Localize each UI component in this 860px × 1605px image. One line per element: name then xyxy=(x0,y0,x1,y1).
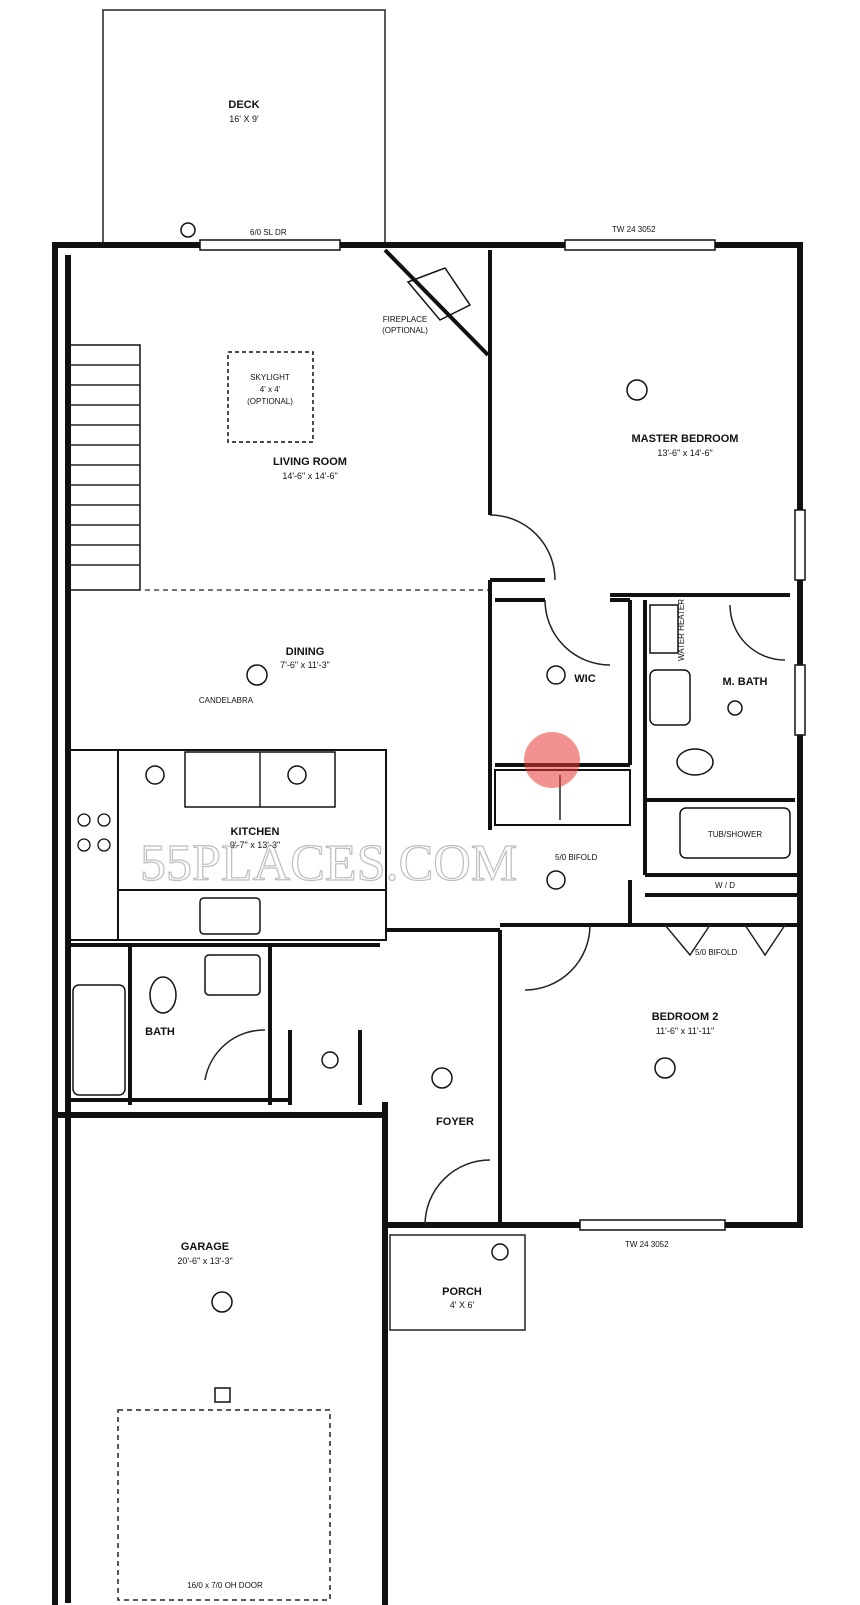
bifold-1-label: 5/0 BIFOLD xyxy=(555,853,597,862)
foyer-name: FOYER xyxy=(436,1116,474,1128)
skylight-line2: 4' x 4' xyxy=(260,385,281,394)
kitchen-name: KITCHEN xyxy=(231,826,280,838)
bedroom2-name: BEDROOM 2 xyxy=(652,1011,719,1023)
foyer-walls xyxy=(288,928,502,1225)
watermark: 55PLACES.COM xyxy=(140,835,517,892)
skylight-line3: (OPTIONAL) xyxy=(247,397,293,406)
master-bedroom-name: MASTER BEDROOM xyxy=(632,433,739,445)
hall-toilet xyxy=(149,976,177,1014)
closet-marker xyxy=(524,732,580,788)
garage-door xyxy=(117,1409,331,1601)
dining-name: DINING xyxy=(286,646,325,658)
bath-name: BATH xyxy=(145,1026,175,1038)
living-room-name: LIVING ROOM xyxy=(273,456,347,468)
wic-door-swing xyxy=(544,599,611,666)
fireplace xyxy=(383,248,490,357)
master-door-swing xyxy=(489,514,556,581)
kitchen-light-2 xyxy=(287,765,307,785)
candelabra-label: CANDELABRA xyxy=(199,696,254,705)
fireplace-line1: FIREPLACE xyxy=(383,315,427,324)
garage-light-icon xyxy=(211,1291,233,1313)
skylight-line1: SKYLIGHT xyxy=(250,373,290,382)
stairs xyxy=(69,344,141,591)
range-burner-1 xyxy=(77,813,91,827)
hall-light-icon xyxy=(546,870,566,890)
range-burner-4 xyxy=(97,838,111,852)
wic-light-icon xyxy=(546,665,566,685)
porch-outline xyxy=(389,1234,526,1331)
bedroom2-walls xyxy=(500,880,800,957)
mbath-sink xyxy=(649,669,691,726)
skylight-outline xyxy=(227,351,314,443)
bedroom2-size: 11'-6" x 11'-11" xyxy=(656,1026,714,1036)
garage-door-opener xyxy=(214,1387,231,1403)
porch-light-icon xyxy=(491,1243,509,1261)
garage-size: 20'-6" x 13'-3" xyxy=(177,1256,232,1266)
master-bedroom-size: 13'-6" x 14'-6" xyxy=(657,448,712,458)
master-tub xyxy=(679,807,791,859)
slider-door-label: 6/0 SL DR xyxy=(250,228,287,237)
bedroom2-door-swing xyxy=(524,924,591,991)
master-walls xyxy=(488,250,790,830)
deck-name: DECK xyxy=(228,99,259,111)
vanity xyxy=(204,954,261,996)
bifold-2-label: 5/0 BIFOLD xyxy=(695,948,737,957)
garage-door-label: 16/0 x 7/0 OH DOOR xyxy=(187,1581,263,1590)
water-heater xyxy=(649,604,679,654)
window-master-right-1 xyxy=(794,509,806,581)
bath-door-swing xyxy=(204,1029,266,1081)
hall-tub xyxy=(72,984,126,1096)
porch-size: 4' X 6' xyxy=(450,1300,475,1310)
deck-light-icon xyxy=(180,222,196,238)
porch-name: PORCH xyxy=(442,1286,482,1298)
kitchen-light-1 xyxy=(145,765,165,785)
window-master-top xyxy=(564,239,716,251)
mbath-name: M. BATH xyxy=(722,676,767,688)
deck-size: 16' X 9' xyxy=(229,114,259,124)
fireplace-line2: (OPTIONAL) xyxy=(382,326,428,335)
tub-shower-label: TUB/SHOWER xyxy=(708,830,762,839)
deck-outline xyxy=(102,9,386,246)
range-burner-3 xyxy=(77,838,91,852)
living-room-size: 14'-6" x 14'-6" xyxy=(282,471,337,481)
range-burner-2 xyxy=(97,813,111,827)
wic-name: WIC xyxy=(574,673,595,685)
coat-closet-light xyxy=(321,1051,339,1069)
window-top-label: TW 24 3052 xyxy=(612,225,656,234)
washer-dryer-label: W / D xyxy=(715,881,735,890)
mbath-fan-icon xyxy=(727,700,743,716)
mbath-door-swing xyxy=(729,604,786,661)
hall-bath-walls xyxy=(70,943,380,1105)
entry-door-swing xyxy=(424,1159,491,1226)
window-bedroom2-bottom xyxy=(579,1219,726,1231)
garage-name: GARAGE xyxy=(181,1241,229,1253)
bedroom2-light-icon xyxy=(654,1057,676,1079)
dining-size: 7'-6" x 11'-3" xyxy=(280,660,330,670)
slider-door xyxy=(199,239,341,251)
mbath-toilet xyxy=(676,748,714,776)
master-bath-walls xyxy=(643,600,795,875)
kitchen-counters xyxy=(69,749,387,941)
dining-light-icon xyxy=(246,664,268,686)
window-bottom-label: TW 24 3052 xyxy=(625,1240,669,1249)
foyer-light-icon xyxy=(431,1067,453,1089)
master-light-icon xyxy=(626,379,648,401)
window-master-right-2 xyxy=(794,664,806,736)
water-heater-label: WATER HEATER xyxy=(677,599,686,661)
kitchen-size: 9'-7" x 13'-3" xyxy=(230,840,280,850)
